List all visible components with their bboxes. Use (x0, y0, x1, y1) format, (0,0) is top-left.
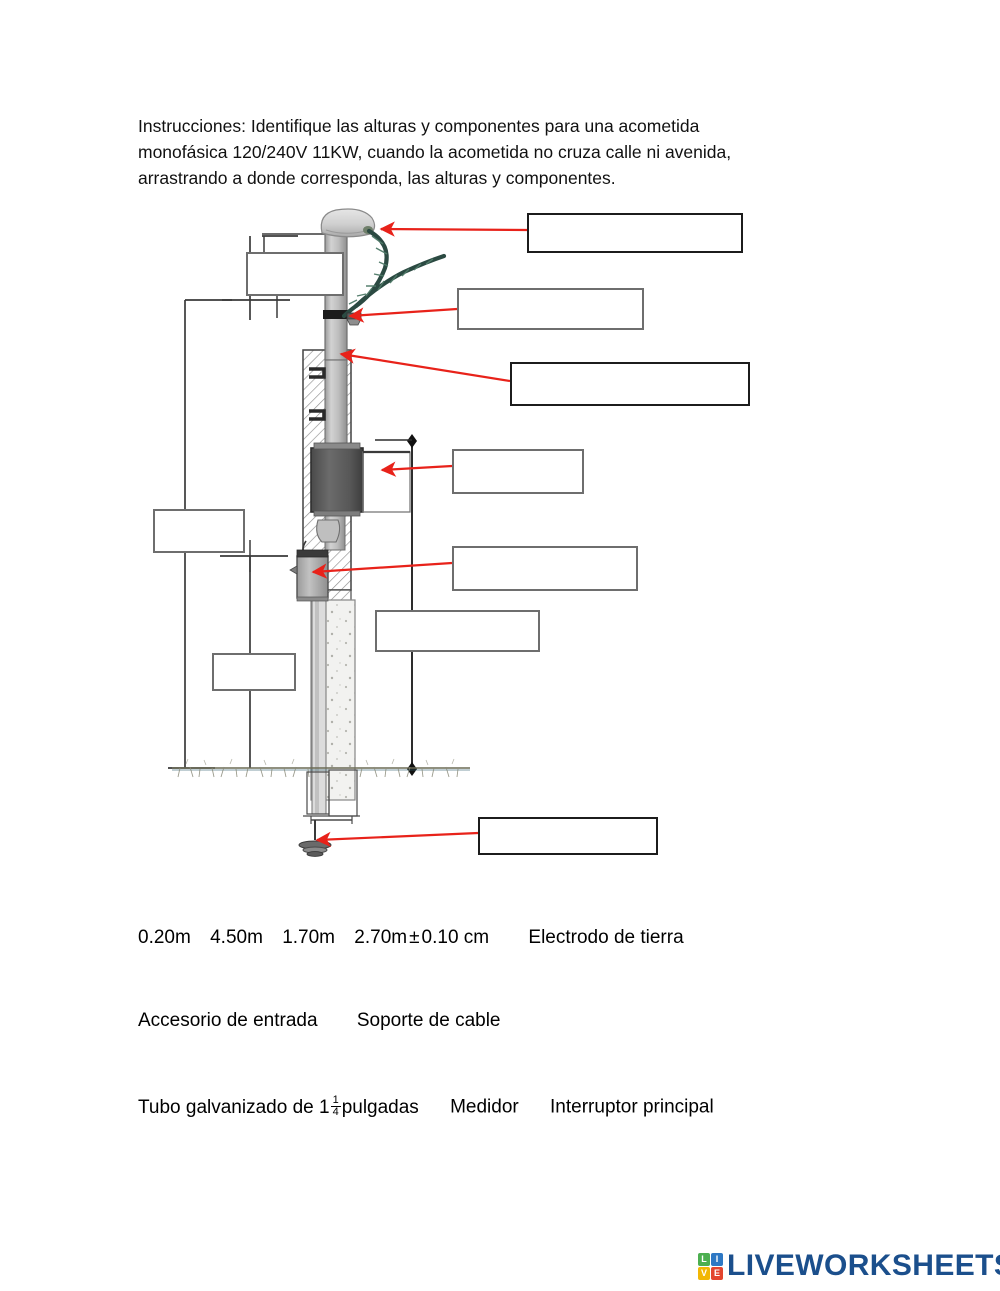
building-wall (302, 349, 352, 621)
concrete-foundation (310, 599, 356, 801)
dimension-diamond-marker (407, 434, 417, 448)
bank-item-cable-support[interactable]: Soporte de cable (356, 1010, 501, 1031)
conduit-elbow (302, 519, 341, 557)
fraction-bar (330, 1106, 341, 1108)
instructions-block: Instrucciones: Identifique las alturas y… (138, 113, 864, 191)
bank-item-meter[interactable]: Medidor (450, 1096, 519, 1118)
meter (310, 442, 411, 517)
bank-item-height-3[interactable]: 1.70m (282, 927, 335, 948)
answer-box-galvanized-pipe[interactable] (510, 362, 750, 406)
answer-box-top-dimension[interactable] (246, 252, 344, 296)
plus-minus-symbol: ± (409, 927, 420, 948)
main-breaker (289, 549, 329, 602)
tolerance-range: 0.10 cm (421, 927, 490, 948)
answer-box-depth-dimension[interactable] (375, 610, 540, 652)
instructions-line-2: monofásica 120/240V 11KW, cuando la acom… (138, 142, 732, 162)
arrow-to-ground-electrode (315, 831, 479, 848)
arrow-to-cable-support (348, 307, 458, 323)
logo-cell-l: L (698, 1252, 710, 1266)
ground-line (172, 758, 470, 778)
fraction-numerator: 1 (332, 1094, 339, 1106)
liveworksheets-logo-icon: L I V E (698, 1252, 723, 1280)
logo-cell-v: V (698, 1266, 710, 1280)
answer-box-ground-electrode[interactable] (478, 817, 658, 855)
pipe-suffix: pulgadas (341, 1096, 419, 1118)
weatherhead-entrance-fitting (320, 208, 376, 238)
bank-item-entrance-fitting[interactable]: Accesorio de entrada (138, 1010, 318, 1031)
answer-box-cable-support[interactable] (457, 288, 644, 330)
answer-box-total-height-dimension[interactable] (153, 509, 245, 553)
bank-item-main-breaker[interactable]: Interruptor principal (550, 1096, 714, 1118)
pipe-straps (309, 367, 326, 421)
cable-twist-detail (348, 235, 434, 305)
dimension-right-depth (375, 434, 417, 776)
word-bank-row-fittings: Accesorio de entrada Soporte de cable (138, 1010, 501, 1032)
liveworksheets-logo[interactable]: L I V E LIVEWORKSHEETS (698, 1249, 1000, 1283)
buried-section-detail (303, 769, 360, 824)
galvanized-pipe (311, 231, 349, 815)
arrow-to-weatherhead (379, 221, 528, 237)
bank-item-height-1[interactable]: 0.20m (138, 927, 191, 948)
answer-box-weatherhead[interactable] (527, 213, 743, 253)
logo-cell-i: I (711, 1252, 723, 1266)
service-drop-cable (341, 228, 447, 319)
bank-item-ground-electrode[interactable]: Electrodo de tierra (528, 927, 684, 948)
arrow-to-breaker (311, 561, 453, 579)
cable-support (346, 312, 362, 326)
instructions-line-3: arrastrando a donde corresponda, las alt… (138, 168, 616, 188)
liveworksheets-wordmark: LIVEWORKSHEETS (727, 1249, 1000, 1282)
bank-item-height-2[interactable]: 4.50m (210, 927, 263, 948)
tolerance-value: 2.70m (354, 927, 408, 948)
bank-item-height-tolerance[interactable]: 2.70m±0.10 cm (354, 927, 489, 948)
pipe-prefix: Tubo galvanizado de 1 (138, 1096, 330, 1118)
instructions-line-1: Instrucciones: Identifique las alturas y… (138, 116, 700, 136)
ground-electrode (298, 820, 332, 857)
arrow-to-meter (380, 461, 453, 477)
answer-box-main-breaker[interactable] (452, 546, 638, 591)
fraction-denominator: 4 (332, 1106, 339, 1119)
answer-box-meter[interactable] (452, 449, 584, 494)
arrow-to-pipe (339, 348, 511, 383)
word-bank-row-heights: 0.20m 4.50m 1.70m 2.70m±0.10 cm Electrod… (138, 927, 684, 949)
answer-box-mid-height-dimension[interactable] (212, 653, 296, 691)
logo-cell-e: E (711, 1266, 723, 1280)
